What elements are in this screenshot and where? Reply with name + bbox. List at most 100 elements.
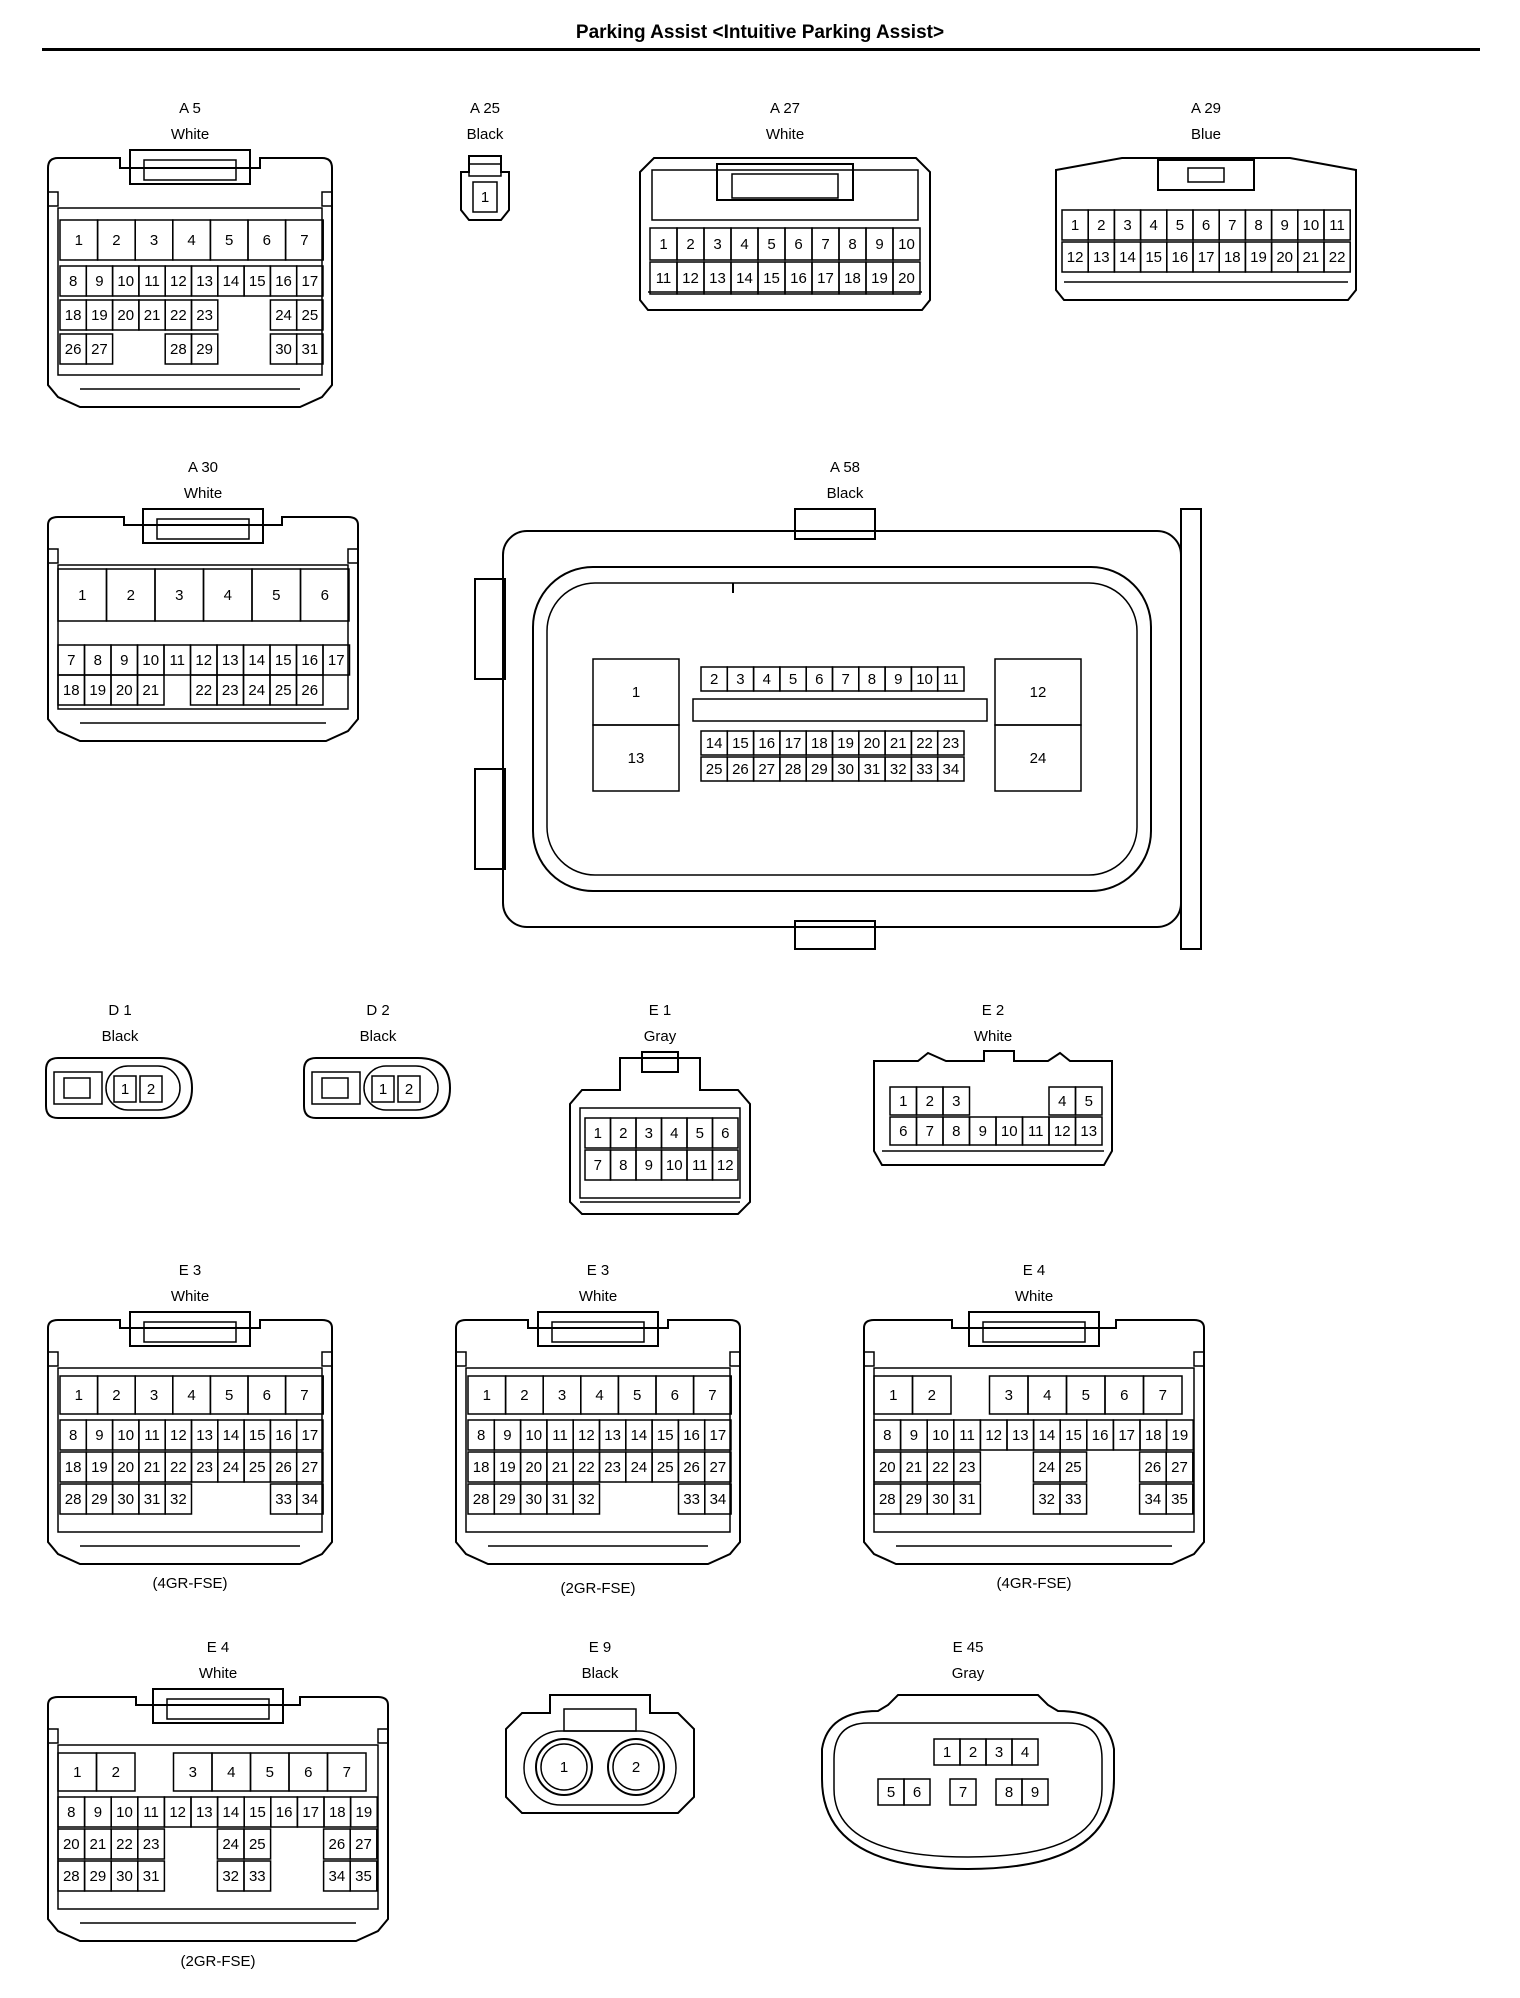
pin-number: 4 [1043,1387,1051,1404]
housing-outline [579,1107,741,1199]
pin-number: 9 [1031,1784,1039,1801]
pin-number: 9 [95,1427,103,1444]
pin: 16 [269,265,298,297]
pin-outline [295,265,324,297]
pin: 16 [752,730,781,756]
pin: 2 [700,666,729,692]
pin-number: 14 [706,735,723,752]
pin-number: 27 [91,341,108,358]
latch-outline [968,1311,1100,1347]
pin-number: 1 [560,1759,568,1776]
pin: 19 [85,1451,114,1483]
connector-id: E 4 [1022,1262,1046,1279]
pin-outline [85,333,114,365]
pin: 33 [1059,1483,1088,1515]
pin-number: 1 [481,189,489,206]
pin-number: 34 [710,1491,727,1508]
pin: 3 [542,1375,582,1415]
pin: 10 [892,227,921,261]
pin-outline [936,756,965,782]
pin: 19 [83,674,112,706]
pin-number: 19 [871,270,888,287]
pin-number: 27 [302,1459,319,1476]
pin-number: 10 [117,273,134,290]
pin: 24 [994,724,1082,792]
pin-number: 16 [301,652,318,669]
pin-number: 15 [763,270,780,287]
pin: 6 [805,666,834,692]
pin-number: 15 [249,1427,266,1444]
latch-outline [63,1077,91,1099]
pin: 33 [243,1860,272,1892]
pin-number: 26 [301,682,318,699]
pin-number: 6 [321,587,329,604]
pin: 4 [202,568,253,622]
pin: 13 [190,1419,219,1451]
pin-outline [284,1375,324,1415]
pin-number: 6 [263,232,271,249]
pin: 8 [57,1796,86,1828]
pin-number: 15 [275,652,292,669]
pin: 7 [584,1149,612,1181]
pin-outline [572,1483,601,1515]
pin: 23 [936,730,965,756]
pin: 21 [1297,241,1325,273]
pin: 15 [269,644,298,676]
pin-number: 28 [63,1868,80,1885]
pin: 10 [660,1149,688,1181]
pin: 19 [831,730,860,756]
pin-outline [535,1738,593,1796]
pin-number: 7 [841,671,849,688]
pin-number: 29 [91,1491,108,1508]
pin: 25 [651,1451,680,1483]
pin-number: 3 [995,1744,1003,1761]
pin-number: 11 [143,1804,159,1821]
pin-number: 13 [196,1804,213,1821]
pin-number: 15 [732,735,749,752]
pin: 23 [953,1451,982,1483]
pin: 3 [703,227,732,261]
notch-outline [47,548,59,564]
pin: 9 [1021,1778,1049,1806]
pin-number: 21 [144,307,161,324]
pin: 22 [110,1828,139,1860]
pin: 10 [926,1419,955,1451]
pin-number: 20 [117,307,134,324]
pin: 8 [467,1419,496,1451]
pin-outline [349,1828,378,1860]
pin-number: 5 [266,1764,274,1781]
pin-number: 15 [249,273,266,290]
pin-outline [1165,1483,1194,1515]
pin-number: 29 [811,761,828,778]
pin: 9 [85,265,114,297]
pin-outline [1074,1086,1103,1116]
latch-outline [143,1321,237,1343]
pin-number: 5 [633,1387,641,1404]
pin: 5 [1065,1375,1106,1415]
pin: 28 [59,1483,88,1515]
pin-number: 12 [985,1427,1002,1444]
pin: 5 [1166,209,1194,241]
connector-color: Black [826,485,864,502]
pin: 11 [936,666,965,692]
latch-outline [1157,159,1255,191]
pin-number: 5 [696,1125,704,1142]
pin: 9 [635,1149,663,1181]
pin-number: 2 [969,1744,977,1761]
pin-number: 12 [1067,249,1084,266]
pin-number: 19 [91,307,108,324]
pin: 17 [295,1419,324,1451]
pin: 4 [752,666,781,692]
pin-number: 20 [117,1459,134,1476]
pin-number: 8 [952,1123,960,1140]
pin-outline [936,730,965,756]
pin-outline [1059,1483,1088,1515]
pin: 4 [211,1752,252,1792]
pin: 17 [295,265,324,297]
page-title: Parking Assist <Intuitive Parking Assist… [575,22,945,43]
pin: 11 [1021,1116,1050,1146]
pin: 21 [83,1828,112,1860]
pin-number: 25 [706,761,723,778]
